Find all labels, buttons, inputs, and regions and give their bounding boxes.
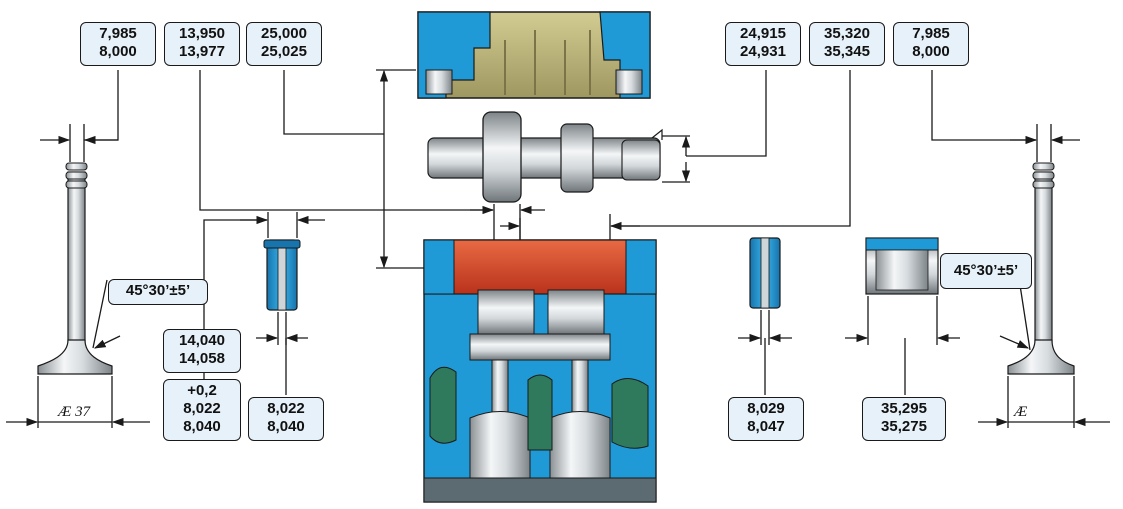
- label-line: 35,345: [824, 43, 870, 60]
- label-line: 8,000: [912, 43, 950, 60]
- camshaft-dimensions: [199, 69, 851, 269]
- intake-stem-diameter-label: 7,985 8,000: [80, 22, 156, 66]
- label-line: 45°30’±5’: [125, 282, 191, 299]
- exhaust-head-diameter-text: Æ: [1014, 404, 1028, 420]
- intake-valve: [37, 162, 113, 375]
- intake-valve-dimensions: [6, 70, 150, 428]
- label-line: 35,320: [824, 25, 870, 42]
- exhaust-guide-dimensions: [738, 310, 792, 395]
- label-line: 7,985: [99, 25, 137, 42]
- tappet-dimensions: [845, 296, 960, 395]
- label-line: 35,295: [881, 400, 927, 417]
- camshaft-bearing-cap: [417, 11, 651, 99]
- label-line: 8,022: [267, 400, 305, 417]
- intake-head-diameter-text: Æ 37: [58, 404, 91, 420]
- exhaust-guide-id-label: 8,029 8,047: [728, 397, 804, 441]
- intake-guide-od-label: 14,040 14,058: [163, 329, 241, 373]
- label-line: 7,985: [912, 25, 950, 42]
- label-line: 8,029: [747, 400, 785, 417]
- cam-bore-small-label: 25,000 25,025: [246, 22, 322, 66]
- label-line: 8,040: [267, 418, 305, 435]
- label-line: 25,025: [261, 43, 307, 60]
- label-line: 45°30’±5’: [953, 262, 1019, 279]
- label-line: 8,000: [99, 43, 137, 60]
- cam-bore-mid-label: 35,320 35,345: [809, 22, 885, 66]
- label-line: 13,950: [179, 25, 225, 42]
- label-line: 25,000: [261, 25, 307, 42]
- label-line: 14,058: [179, 350, 225, 367]
- camshaft: [427, 111, 663, 203]
- label-line: 8,040: [183, 418, 221, 435]
- label-line: 13,977: [179, 43, 225, 60]
- cam-journal-small-label: 13,950 13,977: [164, 22, 240, 66]
- label-line: 14,040: [179, 332, 225, 349]
- intake-guide-dimensions: [203, 212, 325, 395]
- label-line: 24,931: [740, 43, 786, 60]
- tappet-od-label: 35,295 35,275: [862, 397, 946, 441]
- intake-guide-bore-label: +0,2 8,022 8,040: [163, 379, 241, 441]
- cam-journal-mid-label: 24,915 24,931: [725, 22, 801, 66]
- valve-tappet: [865, 237, 939, 295]
- exhaust-seat-angle-label: 45°30’±5’: [940, 253, 1032, 289]
- intake-valve-guide: [263, 239, 301, 311]
- exhaust-stem-diameter-label: 7,985 8,000: [893, 22, 969, 66]
- intake-guide-id-label: 8,022 8,040: [248, 397, 324, 441]
- exhaust-valve-guide: [749, 237, 781, 309]
- cylinder-head-section: [423, 239, 657, 503]
- label-line: 8,047: [747, 418, 785, 435]
- label-line: 35,275: [881, 418, 927, 435]
- label-line: +0,2: [187, 382, 217, 399]
- label-line: 8,022: [183, 400, 221, 417]
- exhaust-valve-dimensions: [931, 70, 1110, 428]
- exhaust-valve: [1007, 162, 1075, 375]
- label-line: 24,915: [740, 25, 786, 42]
- intake-seat-angle-label: 45°30’±5’: [108, 279, 208, 305]
